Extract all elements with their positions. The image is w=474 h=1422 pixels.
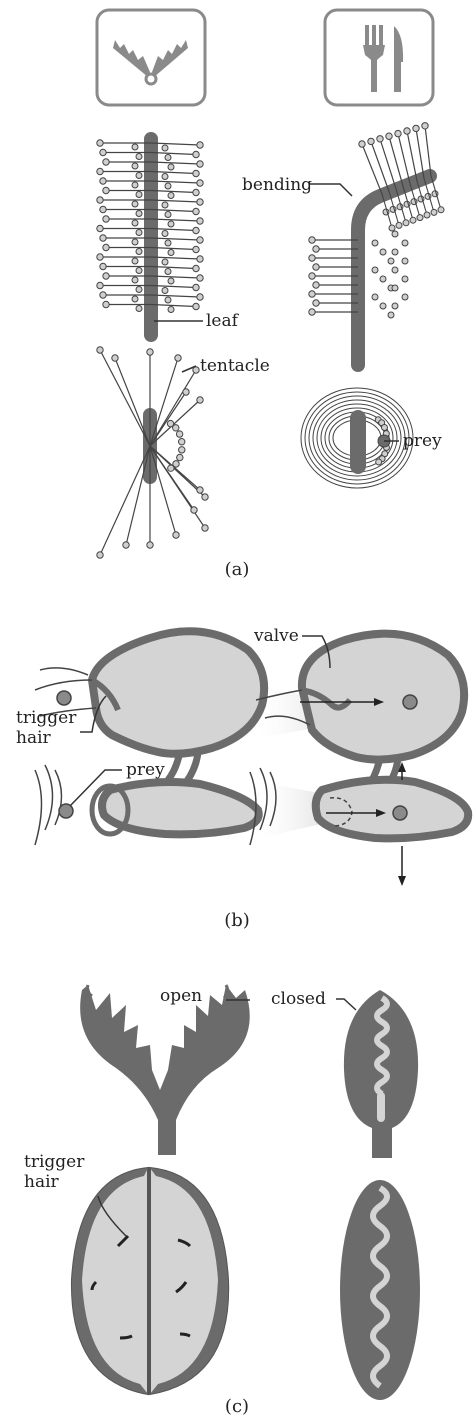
trigger-hair-label-c-line2: hair — [24, 1172, 60, 1192]
sundew-leaf-straight — [97, 132, 203, 342]
prey-dot — [403, 695, 417, 709]
flytrap-open-top — [72, 1168, 228, 1394]
bending-leader — [309, 184, 352, 196]
caption-b: (b) — [224, 910, 250, 931]
flytrap-closed-side — [344, 990, 418, 1158]
bending-label: bending — [242, 175, 312, 195]
prey-label-b: prey — [126, 760, 165, 780]
leaf-label: leaf — [206, 311, 240, 331]
flytrap-closed-top — [340, 1180, 420, 1400]
prey-dot — [393, 806, 407, 820]
trigger-hair-label-c-line1: trigger — [24, 1152, 85, 1172]
sundew-leaf-curled — [301, 388, 413, 488]
valve-label: valve — [253, 626, 299, 646]
caption-c: (c) — [225, 1396, 249, 1417]
arrow-down-icon — [398, 876, 406, 886]
prey-dot — [57, 691, 71, 705]
trigger-hair-label-b-line2: hair — [16, 728, 52, 748]
caption-a: (a) — [225, 559, 250, 580]
trigger-hair-label-b-line1: trigger — [16, 708, 77, 728]
closed-leader — [336, 999, 356, 1010]
open-label: open — [160, 986, 202, 1006]
tentacle-label: tentacle — [200, 356, 270, 376]
trap-jaw-icon — [97, 10, 205, 105]
bladder-trap-side-view-set — [35, 631, 468, 886]
fork-knife-icon — [325, 10, 433, 105]
flytrap-open-side — [80, 985, 250, 1155]
prey-label-a: prey — [403, 431, 442, 451]
sundew-leaf-bending — [309, 123, 444, 365]
closed-label: closed — [271, 989, 326, 1009]
sundew-leaf-spread — [97, 347, 208, 558]
